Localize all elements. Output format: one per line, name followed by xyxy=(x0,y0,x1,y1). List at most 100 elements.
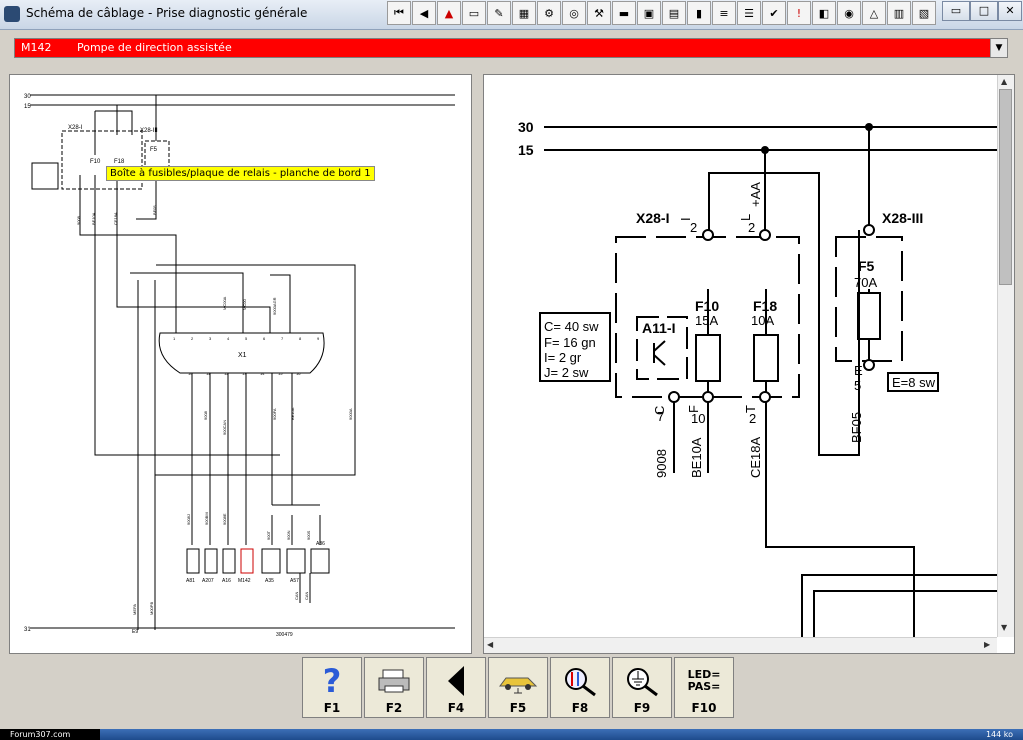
vertical-scrollbar[interactable]: ▲ ▼ xyxy=(997,75,1014,637)
station-icon[interactable]: ▣ xyxy=(637,1,661,25)
f2-button[interactable]: F2 xyxy=(364,657,424,718)
left-rail-30: 30 xyxy=(24,94,31,100)
wire-label: 900BM xyxy=(204,512,209,525)
gear-icon[interactable]: ⚙ xyxy=(537,1,561,25)
alert-icon[interactable]: ! xyxy=(787,1,811,25)
f4-button[interactable]: F4 xyxy=(426,657,486,718)
wire-label: BF05 xyxy=(152,205,157,215)
overview-schematic[interactable]: 30 15 31 X28-I X28-III X1 F10 F18 F5 A81… xyxy=(9,74,472,654)
left-x28iii: X28-III xyxy=(140,128,158,134)
f8-label: F8 xyxy=(571,701,589,715)
f18-rating: 10A xyxy=(751,313,774,328)
wire-label: 900FA xyxy=(272,408,277,420)
list-icon[interactable]: ☰ xyxy=(737,1,761,25)
file-size: 144 ko xyxy=(985,730,1013,739)
app-icon xyxy=(4,6,20,22)
previous-icon[interactable]: ◀ xyxy=(412,1,436,25)
close-button[interactable]: ✕ xyxy=(998,1,1022,21)
minimize-button[interactable]: ▭ xyxy=(942,1,970,21)
disc-icon[interactable]: ◎ xyxy=(562,1,586,25)
toolbar: ⏮ ◀ ▲ ▭ ✎ ▦ ⚙ ◎ ⚒ ▬ ▣ ▤ ▮ ≡ ☰ ✔ ! ◧ ◉ △ … xyxy=(387,1,936,27)
title-bar: Schéma de câblage - Prise diagnostic gén… xyxy=(0,0,1023,30)
wire-label: 9000A xyxy=(348,408,353,420)
horizontal-scrollbar[interactable]: ◀ ▶ xyxy=(484,637,997,653)
battery-icon[interactable]: ▮ xyxy=(687,1,711,25)
f5-button[interactable]: F5 xyxy=(488,657,548,718)
wire-label: MEPA xyxy=(132,604,137,615)
f1-label: F1 xyxy=(323,701,341,715)
pin-10: 10 xyxy=(188,371,193,376)
dial-icon[interactable]: ◉ xyxy=(837,1,861,25)
wire-9008: 9008 xyxy=(654,449,669,478)
left-m142: M142 xyxy=(238,578,251,584)
notes-icon[interactable]: ▧ xyxy=(912,1,936,25)
wire-label: MC00A xyxy=(222,296,227,310)
left-a207: A207 xyxy=(202,578,214,584)
first-page-icon[interactable]: ⏮ xyxy=(387,1,411,25)
maximize-button[interactable]: □ xyxy=(970,1,998,21)
wire-label: CE18A xyxy=(113,212,118,225)
f10-rating: 15A xyxy=(695,313,718,328)
warning-icon[interactable]: ▲ xyxy=(437,1,461,25)
detail-diagram: 30 15 X28-I X28-III F5 F10 F18 A11-I 70A… xyxy=(518,119,997,637)
f5-rating: 70A xyxy=(854,275,877,290)
back-arrow-icon xyxy=(427,664,485,698)
pin-16: 16 xyxy=(296,371,301,376)
f1-button[interactable]: ? F1 xyxy=(302,657,362,718)
pin-7: 7 xyxy=(281,336,284,341)
pin-c-num: 7 xyxy=(657,409,664,424)
wire-label: BE10A xyxy=(290,407,295,420)
wire-ce18a: CE18A xyxy=(748,436,763,478)
pin-15: 15 xyxy=(278,371,283,376)
engine-icon[interactable]: ◧ xyxy=(812,1,836,25)
scroll-right-icon[interactable]: ▶ xyxy=(984,640,991,649)
f10-label: F10 xyxy=(695,298,719,314)
rail-15-label: 15 xyxy=(518,142,534,158)
chart-icon[interactable]: ≡ xyxy=(712,1,736,25)
wire-label: 9008 xyxy=(203,410,208,420)
f5-label: F5 xyxy=(858,258,875,274)
wire-bf05: BF05 xyxy=(849,412,864,443)
image-icon[interactable]: ▦ xyxy=(512,1,536,25)
f9-button[interactable]: F9 xyxy=(612,657,672,718)
scroll-up-icon[interactable]: ▲ xyxy=(1001,77,1008,86)
function-key-bar: ? F1 F2 F4 F5 F8 F9 LED= PAS= xyxy=(302,657,736,718)
tool-icon[interactable]: ✎ xyxy=(487,1,511,25)
pin-4: 4 xyxy=(227,336,230,341)
pin-8: 8 xyxy=(299,336,302,341)
left-x28i: X28-I xyxy=(68,125,83,131)
pin-11: 11 xyxy=(206,371,211,376)
wire-label: M00PB xyxy=(149,602,154,615)
detail-schematic[interactable]: 30 15 X28-I X28-III F5 F10 F18 A11-I 70A… xyxy=(483,74,1015,654)
report-icon[interactable]: ▥ xyxy=(887,1,911,25)
pin-5: 5 xyxy=(245,336,248,341)
vehicle-icon[interactable]: ▤ xyxy=(662,1,686,25)
wire-label: 9000AGR xyxy=(272,297,277,315)
component-label: Pompe de direction assistée xyxy=(77,41,232,54)
component-code: M142 xyxy=(21,41,52,54)
fuse-box-tooltip: Boîte à fusibles/plaque de relais - plan… xyxy=(106,166,375,181)
x28i-label: X28-I xyxy=(636,210,669,226)
wrench-icon[interactable]: ⚒ xyxy=(587,1,611,25)
scroll-left-icon[interactable]: ◀ xyxy=(487,640,494,649)
document-icon[interactable]: ▭ xyxy=(462,1,486,25)
zoom-ground-icon xyxy=(613,664,671,698)
wire-label: 900S xyxy=(306,530,311,540)
triangle-icon[interactable]: △ xyxy=(862,1,886,25)
pin-13: 13 xyxy=(242,371,247,376)
wire-label: BE10A xyxy=(91,212,96,225)
f8-button[interactable]: F8 xyxy=(550,657,610,718)
check-icon[interactable]: ✔ xyxy=(762,1,786,25)
left-rail-31: 31 xyxy=(24,627,31,633)
pin-i-num: 2 xyxy=(690,220,697,235)
pin-l: L xyxy=(738,214,753,221)
f10-button[interactable]: LED= PAS= F10 xyxy=(674,657,734,718)
scroll-down-icon[interactable]: ▼ xyxy=(1001,623,1008,632)
scroll-thumb[interactable] xyxy=(999,89,1012,285)
left-a16: A16 xyxy=(222,578,231,584)
car-icon[interactable]: ▬ xyxy=(612,1,636,25)
component-selector[interactable]: M142 Pompe de direction assistée ▼ xyxy=(14,38,1008,58)
chevron-down-icon[interactable]: ▼ xyxy=(990,39,1007,57)
left-a35: A35 xyxy=(265,578,274,584)
wire-label: 900T xyxy=(266,530,271,540)
